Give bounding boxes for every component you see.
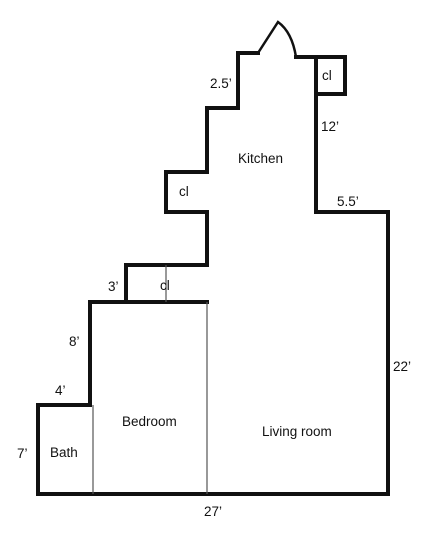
dimension-3: 3’ [108,279,119,294]
room-label-bedroom: Bedroom [122,414,177,429]
dimension-5-5: 5.5’ [337,194,359,209]
room-label-closet-middle: cl [160,278,170,293]
room-label-closet-top: cl [322,68,332,83]
room-label-living-room: Living room [262,424,332,439]
exterior-wall [36,51,390,496]
dimension-7: 7’ [17,446,28,461]
dimension-8: 8’ [69,334,80,349]
dimension-2-5: 2.5’ [210,76,232,91]
closet-middle-wall [124,263,209,304]
room-label-bath: Bath [50,445,78,460]
dimension-4: 4’ [55,383,66,398]
dimension-27: 27’ [204,504,222,519]
dimension-22: 22’ [393,359,411,374]
dimension-12: 12’ [321,119,339,134]
entry-door-swing [256,20,298,58]
room-label-kitchen: Kitchen [238,151,283,166]
room-label-closet-left: cl [179,184,189,199]
closet-top-box [314,55,347,96]
